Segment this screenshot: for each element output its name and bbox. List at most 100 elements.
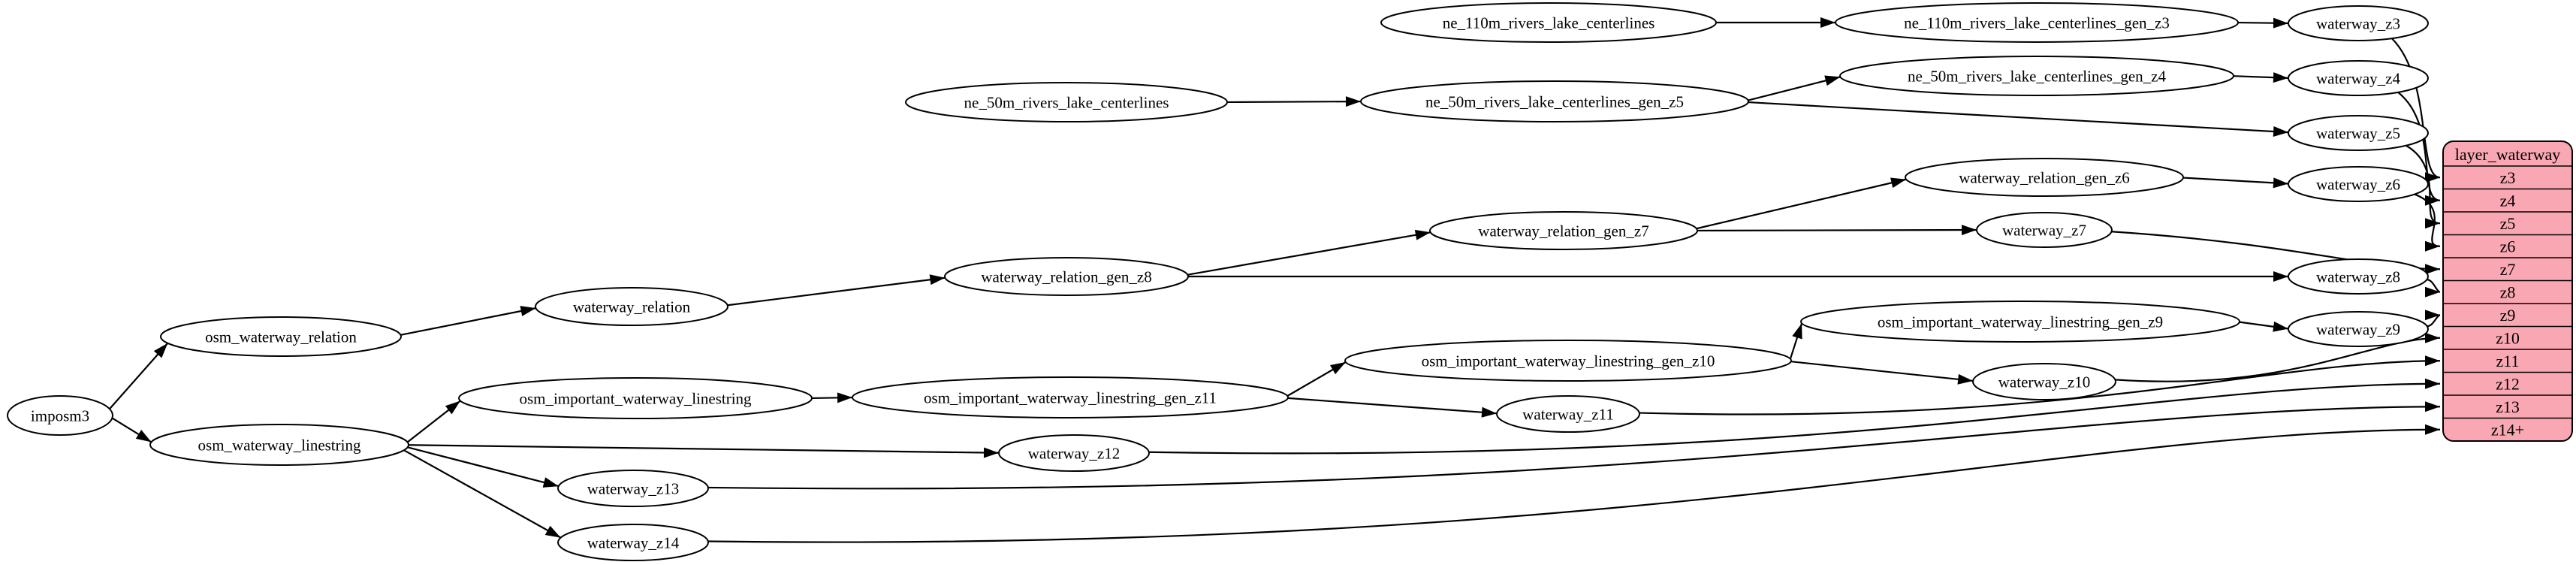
edge-waterway_z13--row-z13 <box>707 401 2441 490</box>
node-label-osm_waterway_relation: osm_waterway_relation <box>205 328 357 346</box>
node-label-waterway_relation_gen_z8: waterway_relation_gen_z8 <box>981 267 1151 286</box>
node-waterway_z5: waterway_z5 <box>2288 115 2429 151</box>
edge-waterway_z8--row-z8 <box>2424 279 2441 298</box>
record-title: layer_waterway <box>2455 145 2560 164</box>
node-label-waterway_z3: waterway_z3 <box>2316 14 2400 32</box>
node-ne_110m_rivers_lake_centerlines_gen_z3: ne_110m_rivers_lake_centerlines_gen_z3 <box>1835 2 2239 43</box>
edge-osm_waterway_linestring--waterway_z14 <box>403 449 562 539</box>
edge-imposm3--osm_waterway_linestring <box>111 417 152 443</box>
node-imposm3: imposm3 <box>7 395 113 436</box>
record-row-z8: z8 <box>2500 282 2516 301</box>
edge-ne_50m_rivers_lake_centerlines_gen_z5--ne_50m_rivers_lake_centerlines_gen_z4 <box>1748 75 1841 101</box>
node-osm_important_waterway_linestring_gen_z9: osm_important_waterway_linestring_gen_z9 <box>1800 301 2240 343</box>
node-label-waterway_z8: waterway_z8 <box>2316 267 2400 286</box>
node-label-imposm3: imposm3 <box>31 406 89 425</box>
node-label-osm_important_waterway_linestring: osm_important_waterway_linestring <box>519 389 752 407</box>
edge-ne_50m_rivers_lake_centerlines--ne_50m_rivers_lake_centerlines_gen_z5 <box>1226 96 1362 107</box>
edge-waterway_relation_gen_z8--waterway_relation_gen_z7 <box>1187 229 1431 276</box>
edge-waterway_z11--row-z11 <box>1639 355 2441 415</box>
edge-waterway_relation--waterway_relation_gen_z8 <box>727 274 946 307</box>
node-label-waterway_relation_gen_z6: waterway_relation_gen_z6 <box>1959 168 2129 186</box>
node-label-osm_important_waterway_linestring_gen_z11: osm_important_waterway_linestring_gen_z1… <box>924 388 1217 406</box>
node-label-waterway_z10: waterway_z10 <box>1998 373 2090 391</box>
node-waterway_z10: waterway_z10 <box>1972 363 2116 400</box>
edge-osm_important_waterway_linestring_gen_z11--waterway_z11 <box>1287 397 1498 418</box>
node-label-waterway_relation: waterway_relation <box>573 298 691 316</box>
edge-waterway_z9--row-z9 <box>2424 310 2441 328</box>
node-ne_110m_rivers_lake_centerlines: ne_110m_rivers_lake_centerlines <box>1380 2 1717 43</box>
node-label-waterway_z6: waterway_z6 <box>2316 175 2400 193</box>
record-row-z11: z11 <box>2496 352 2520 370</box>
node-osm_waterway_linestring: osm_waterway_linestring <box>149 424 409 466</box>
node-label-ne_110m_rivers_lake_centerlines: ne_110m_rivers_lake_centerlines <box>1443 14 1655 32</box>
node-label-waterway_relation_gen_z7: waterway_relation_gen_z7 <box>1478 222 1648 240</box>
edge-osm_important_waterway_linestring_gen_z11--osm_important_waterway_linestring_gen_z10 <box>1286 361 1347 397</box>
edge-waterway_z14--row-z14+ <box>707 424 2441 543</box>
node-osm_waterway_relation: osm_waterway_relation <box>160 316 402 357</box>
edge-osm_important_waterway_linestring_gen_z9--waterway_z9 <box>2239 321 2289 332</box>
edge-osm_important_waterway_linestring_gen_z10--waterway_z10 <box>1790 361 1974 385</box>
node-waterway_z9: waterway_z9 <box>2288 311 2429 347</box>
node-label-waterway_z5: waterway_z5 <box>2316 124 2400 142</box>
edge-ne_50m_rivers_lake_centerlines_gen_z4--waterway_z4 <box>2233 72 2289 83</box>
record-layer-waterway: layer_waterwayz3z4z5z6z7z8z9z10z11z12z13… <box>2442 140 2573 442</box>
record-row-z10: z10 <box>2496 328 2520 347</box>
edge-osm_important_waterway_linestring--osm_important_waterway_linestring_gen_z11 <box>811 392 853 403</box>
edge-waterway_z3--row-z3 <box>2391 38 2441 183</box>
node-ne_50m_rivers_lake_centerlines: ne_50m_rivers_lake_centerlines <box>905 82 1228 122</box>
node-ne_50m_rivers_lake_centerlines_gen_z4: ne_50m_rivers_lake_centerlines_gen_z4 <box>1839 56 2234 96</box>
node-waterway_z6: waterway_z6 <box>2288 166 2429 202</box>
edge-imposm3--osm_waterway_relation <box>109 343 169 409</box>
edge-waterway_relation_gen_z7--waterway_relation_gen_z6 <box>1696 177 1907 230</box>
edge-waterway_z12--row-z12 <box>1148 378 2441 455</box>
node-label-ne_50m_rivers_lake_centerlines: ne_50m_rivers_lake_centerlines <box>964 93 1169 111</box>
node-waterway_relation_gen_z7: waterway_relation_gen_z7 <box>1429 211 1698 250</box>
node-osm_important_waterway_linestring_gen_z10: osm_important_waterway_linestring_gen_z1… <box>1344 340 1792 382</box>
record-row-z7: z7 <box>2500 260 2516 279</box>
node-label-osm_important_waterway_linestring_gen_z9: osm_important_waterway_linestring_gen_z9 <box>1878 313 2163 331</box>
record-row-z14+: z14+ <box>2491 420 2524 439</box>
edge-osm_important_waterway_linestring_gen_z10--osm_important_waterway_linestring_gen_z9 <box>1789 322 1803 360</box>
node-waterway_z8: waterway_z8 <box>2288 258 2429 295</box>
edge-osm_waterway_linestring--osm_important_waterway_linestring <box>406 400 461 443</box>
node-label-waterway_z11: waterway_z11 <box>1522 405 1614 423</box>
node-label-osm_important_waterway_linestring_gen_z10: osm_important_waterway_linestring_gen_z1… <box>1422 352 1715 370</box>
record-row-z13: z13 <box>2496 397 2520 416</box>
node-label-waterway_z14: waterway_z14 <box>587 533 680 551</box>
edge-osm_waterway_linestring--waterway_z12 <box>408 444 1000 458</box>
node-ne_50m_rivers_lake_centerlines_gen_z5: ne_50m_rivers_lake_centerlines_gen_z5 <box>1360 80 1749 122</box>
record-row-z4: z4 <box>2500 191 2516 210</box>
record-row-z9: z9 <box>2500 306 2516 325</box>
node-osm_important_waterway_linestring: osm_important_waterway_linestring <box>458 377 813 419</box>
edge-waterway_z6--row-z6 <box>2414 193 2441 252</box>
node-osm_important_waterway_linestring_gen_z11: osm_important_waterway_linestring_gen_z1… <box>852 376 1289 418</box>
record-row-z6: z6 <box>2500 237 2516 255</box>
node-waterway_z12: waterway_z12 <box>998 434 1150 472</box>
edge-osm_waterway_linestring--waterway_z13 <box>407 446 560 488</box>
edge-waterway_z4--row-z4 <box>2397 92 2441 206</box>
node-label-ne_50m_rivers_lake_centerlines_gen_z5: ne_50m_rivers_lake_centerlines_gen_z5 <box>1425 92 1684 110</box>
node-label-waterway_z7: waterway_z7 <box>2002 221 2086 239</box>
node-label-osm_waterway_linestring: osm_waterway_linestring <box>198 436 361 454</box>
node-waterway_z14: waterway_z14 <box>557 524 709 561</box>
node-waterway_z11: waterway_z11 <box>1496 395 1640 433</box>
node-waterway_z7: waterway_z7 <box>1976 212 2113 248</box>
node-label-waterway_z13: waterway_z13 <box>587 479 679 497</box>
node-label-ne_110m_rivers_lake_centerlines_gen_z3: ne_110m_rivers_lake_centerlines_gen_z3 <box>1904 14 2170 32</box>
node-waterway_relation_gen_z6: waterway_relation_gen_z6 <box>1905 158 2184 197</box>
edge-waterway_relation_gen_z7--waterway_z7 <box>1697 225 1977 236</box>
node-waterway_z13: waterway_z13 <box>557 470 709 507</box>
node-label-ne_50m_rivers_lake_centerlines_gen_z4: ne_50m_rivers_lake_centerlines_gen_z4 <box>1908 67 2167 85</box>
node-waterway_z4: waterway_z4 <box>2288 60 2429 96</box>
edge-ne_50m_rivers_lake_centerlines_gen_z5--waterway_z5 <box>1748 101 2289 137</box>
edge-waterway_relation_gen_z6--waterway_z6 <box>2182 177 2289 189</box>
node-waterway_relation: waterway_relation <box>535 287 728 326</box>
node-waterway_relation_gen_z8: waterway_relation_gen_z8 <box>944 257 1189 296</box>
node-label-waterway_z9: waterway_z9 <box>2316 320 2400 338</box>
record-row-z3: z3 <box>2500 168 2516 187</box>
node-waterway_z3: waterway_z3 <box>2288 5 2429 41</box>
edge-osm_waterway_relation--waterway_relation <box>400 306 536 336</box>
record-row-z12: z12 <box>2496 374 2520 393</box>
